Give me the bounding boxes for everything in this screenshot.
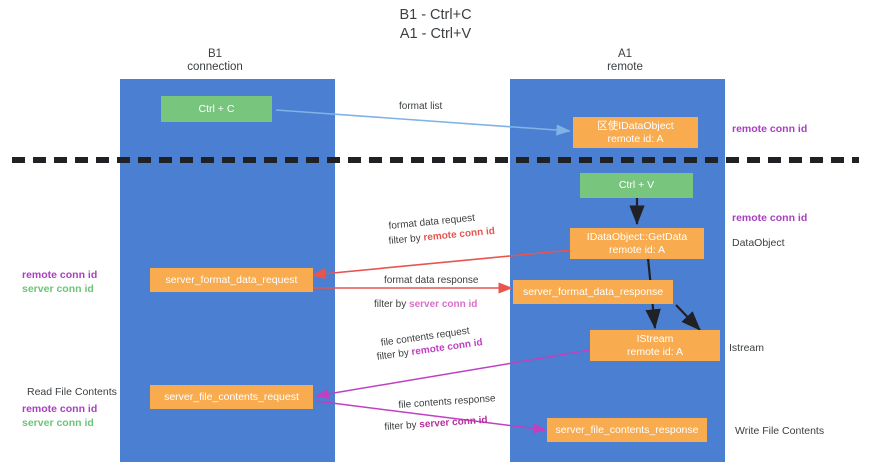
box-idataobject[interactable]: 区使IDataObject remote id: A <box>573 117 698 148</box>
arrow-label-format-data-response-text: format data response <box>384 275 479 286</box>
label-dataobject: DataObject <box>732 237 785 249</box>
box-getdata-line2: remote id: A <box>608 243 666 256</box>
annotation-remote-conn-id-top: remote conn id <box>732 122 807 136</box>
box-server-format-data-response[interactable]: server_format_data_response <box>513 280 673 304</box>
annotation-remote-conn-id-mid: remote conn id <box>732 211 807 225</box>
annotation-remote-conn-id-mid-label: remote conn id <box>732 212 808 224</box>
box-ctrl-c-label: Ctrl + C <box>198 102 235 115</box>
box-ctrl-v-label: Ctrl + V <box>618 179 655 192</box>
annotation-left-remote-conn-id-2: remote conn id <box>22 403 98 415</box>
arrow-file-contents-request <box>315 349 591 400</box>
arrow-label-format-data-response: format data response <box>384 274 479 288</box>
label-write-file-contents: Write File Contents <box>735 425 825 437</box>
box-server-file-contents-request-label: server_file_contents_request <box>164 390 299 403</box>
box-idataobject-line1: 区使IDataObject <box>597 120 674 132</box>
label-read-file-contents: Read File Contents <box>27 386 117 398</box>
annotation-left-server-conn-id-2: server conn id <box>22 417 94 429</box>
column-header-a1: A1 remote <box>607 48 643 73</box>
filter-prefix: filter by <box>384 419 420 433</box>
box-idataobject-line2: remote id: A <box>607 132 664 145</box>
filter-key-server-conn-id: server conn id <box>419 414 488 431</box>
box-server-format-data-response-label: server_format_data_response <box>522 285 664 298</box>
arrow-format-data-request <box>311 249 573 280</box>
filter-prefix: filter by <box>376 347 413 363</box>
annotation-left-conn-ids-bottom: remote conn id server conn id <box>22 402 97 430</box>
page-title: B1 - Ctrl+C A1 - Ctrl+V <box>399 7 472 42</box>
box-server-format-data-request[interactable]: server_format_data_request <box>150 268 313 292</box>
label-istream: Istream <box>729 342 765 354</box>
box-ctrl-v[interactable]: Ctrl + V <box>580 173 693 198</box>
annotation-remote-conn-id-top-label: remote conn id <box>732 123 808 135</box>
box-istream-line1: IStream <box>636 333 674 345</box>
arrow-label-format-list: format list <box>399 101 443 112</box>
arrow-response-istream <box>675 304 701 331</box>
box-ctrl-c[interactable]: Ctrl + C <box>161 96 272 122</box>
box-server-file-contents-request[interactable]: server_file_contents_request <box>150 385 313 409</box>
column-header-b1: B1 connection <box>187 48 243 73</box>
filter-prefix: filter by <box>374 299 410 310</box>
annotation-left-conn-ids-top: remote conn id server conn id <box>22 268 97 296</box>
arrow-format-list <box>275 109 571 136</box>
annotation-left-remote-conn-id: remote conn id <box>22 269 98 281</box>
box-idataobject-getdata[interactable]: IDataObject::GetData remote id: A <box>570 228 704 259</box>
box-server-file-contents-response-label: server_file_contents_response <box>555 423 699 436</box>
arrow-file-contents-response <box>315 400 547 434</box>
phase-divider <box>12 157 859 163</box>
filter-prefix: filter by <box>388 232 425 247</box>
box-server-format-data-request-label: server_format_data_request <box>165 273 298 286</box>
annotation-left-server-conn-id: server conn id <box>22 283 94 295</box>
arrow-label-format-data-response-filter: filter by server conn id <box>374 298 477 312</box>
box-getdata-line1: IDataObject::GetData <box>586 231 688 243</box>
box-server-file-contents-response[interactable]: server_file_contents_response <box>547 418 707 442</box>
box-istream-line2: remote id: A <box>626 345 684 358</box>
filter-key-server-conn-id: server conn id <box>409 299 478 310</box>
box-istream[interactable]: IStream remote id: A <box>590 330 720 361</box>
